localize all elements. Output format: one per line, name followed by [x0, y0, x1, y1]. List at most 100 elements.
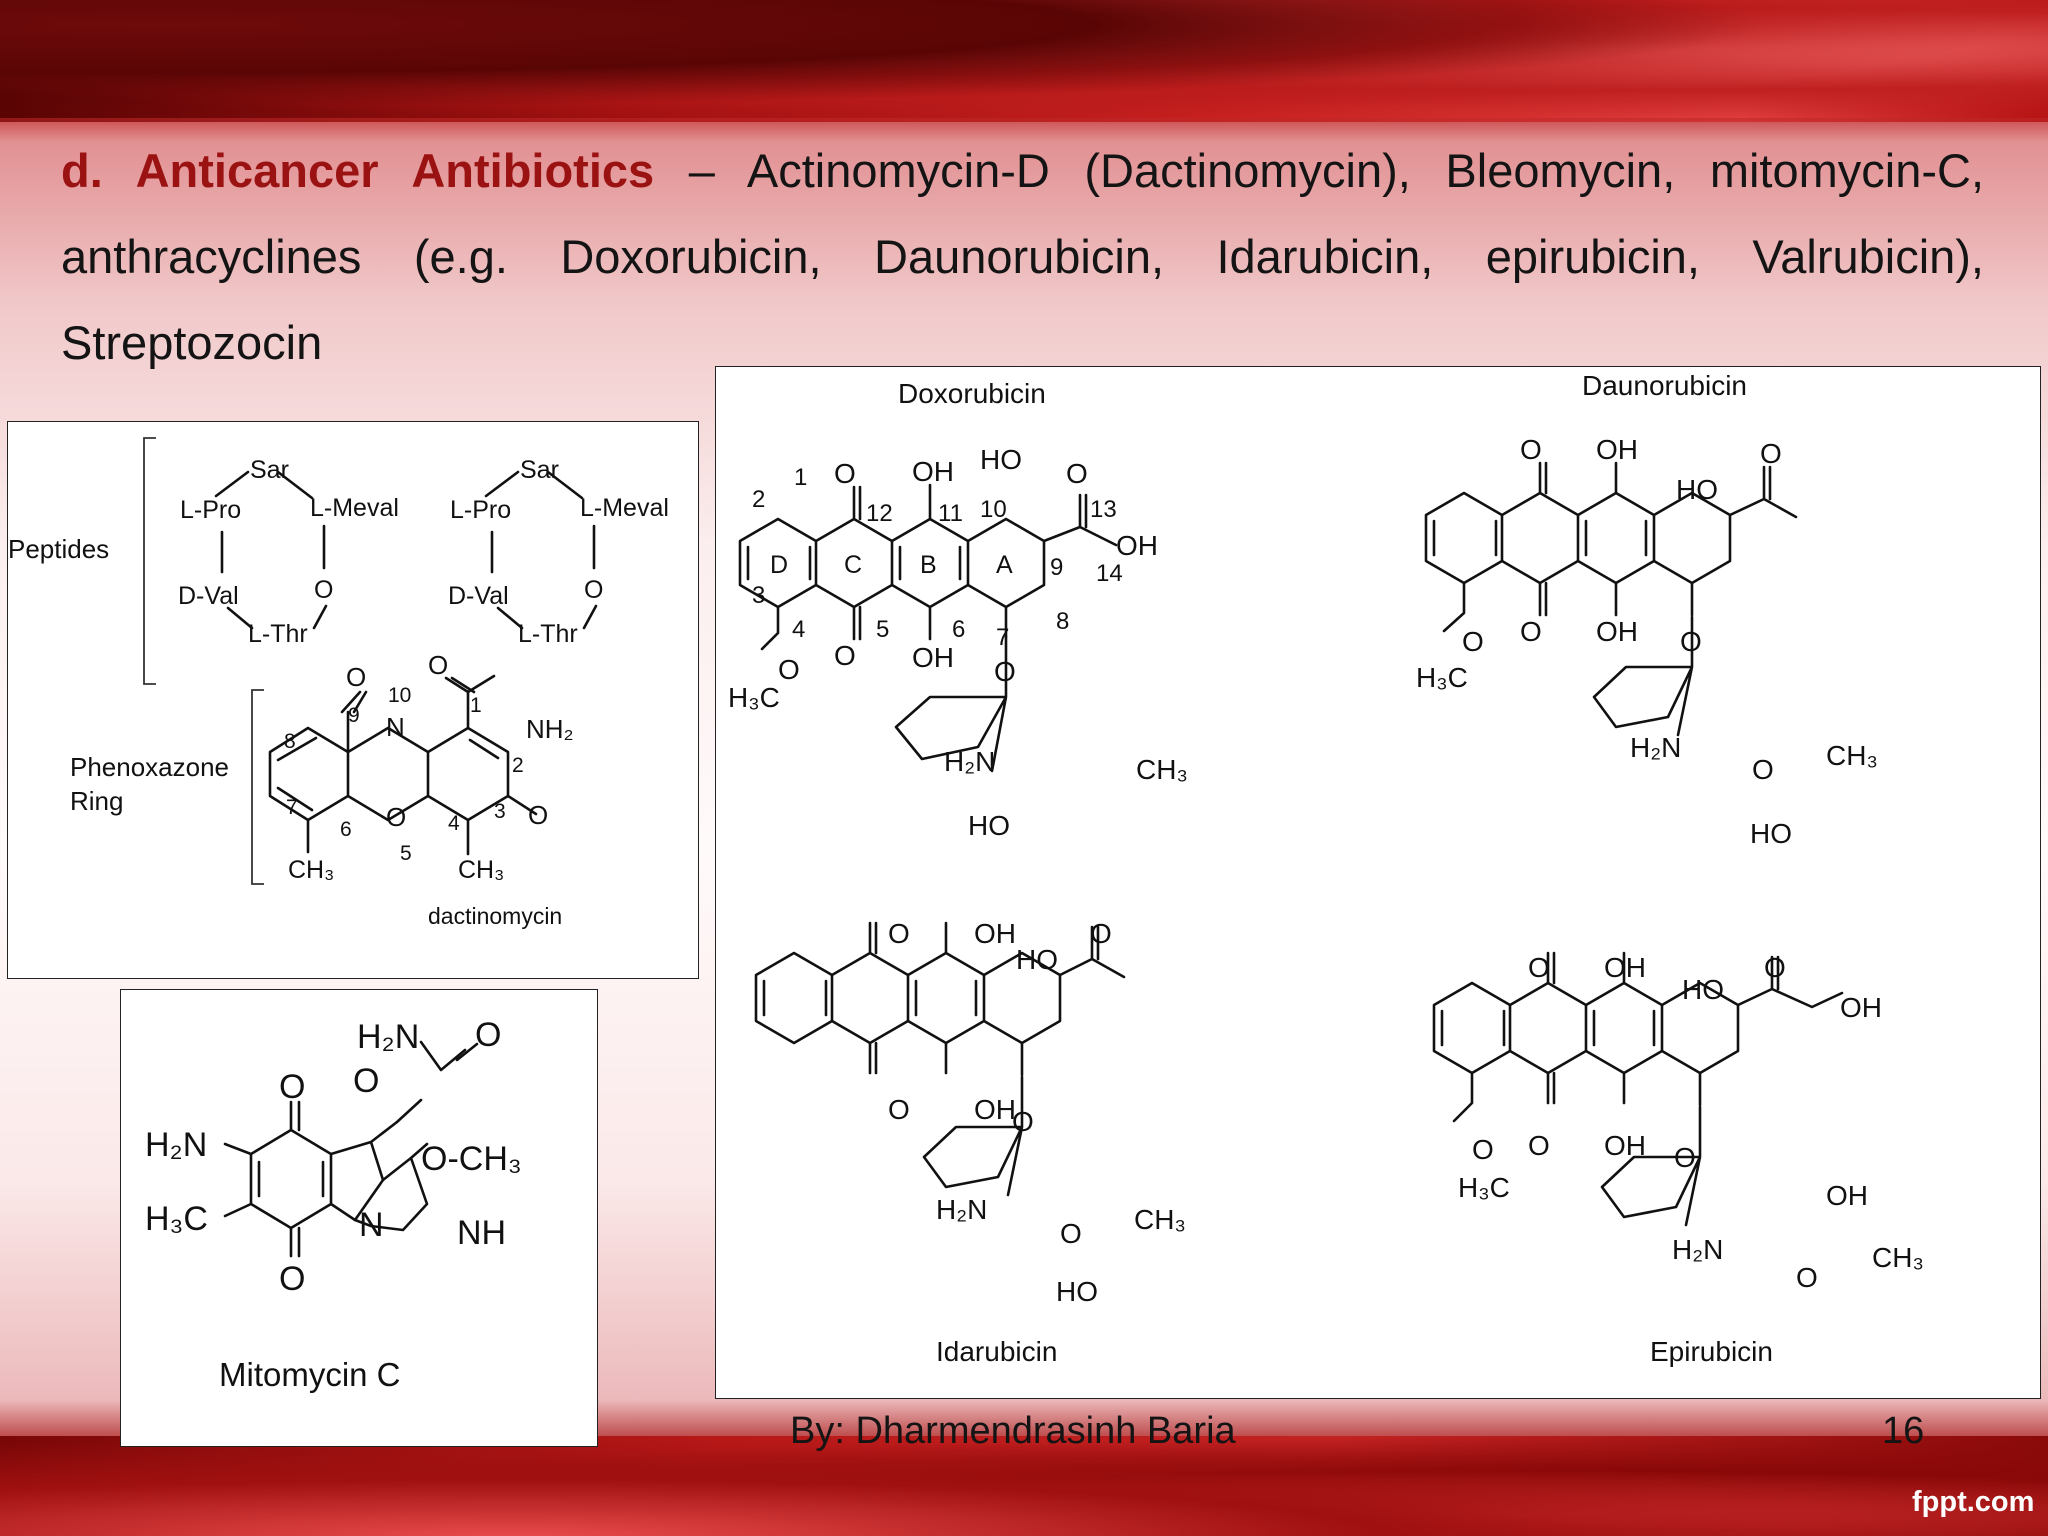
- heading-body: – Actinomycin-D (Dactinomycin), Bleomyci…: [61, 144, 1985, 369]
- num-7: 7: [996, 624, 1009, 651]
- dox-o-5: O: [834, 640, 856, 671]
- epi-h3c: H₃C: [1458, 1172, 1510, 1203]
- mito-carbamate-h2n: H₂N: [357, 1018, 419, 1056]
- ida-o-bottom: O: [888, 1094, 910, 1125]
- dox-o-13: O: [1066, 458, 1088, 489]
- mito-ester-o: O: [353, 1062, 379, 1100]
- pos-7: 7: [286, 796, 298, 819]
- dval-right: D-Val: [448, 582, 509, 610]
- dactinomycin-caption: dactinomycin: [428, 903, 562, 929]
- num-6: 6: [952, 616, 965, 643]
- dauno-methoxy-o: O: [1462, 626, 1484, 657]
- idarubicin-skeleton: O O OH OH O HO O H₂N CH₃ O HO: [754, 918, 1186, 1307]
- mito-quinone-o-top: O: [279, 1068, 305, 1106]
- num-11: 11: [938, 500, 963, 527]
- pos-5: 5: [400, 842, 412, 865]
- ring-a: A: [996, 551, 1013, 579]
- epi-h2n: H₂N: [1672, 1234, 1723, 1265]
- mito-h2n: H₂N: [145, 1126, 207, 1164]
- epi-ch3: CH₃: [1872, 1242, 1924, 1273]
- carbonyl-o-2: O: [428, 650, 448, 680]
- dauno-acetyl-o: O: [1760, 438, 1782, 469]
- mito-quinone-o-bottom: O: [279, 1260, 305, 1298]
- dval-left: D-Val: [178, 582, 239, 610]
- ring-o: O: [386, 802, 406, 832]
- peptides-bracket: [143, 437, 156, 685]
- brand-watermark: fppt.com: [1912, 1486, 2035, 1518]
- sar-left: Sar: [250, 456, 289, 484]
- dauno-oh-top: OH: [1596, 434, 1638, 465]
- epi-oh-top: OH: [1604, 952, 1646, 983]
- dox-h3c: H₃C: [728, 682, 780, 713]
- ida-oh-top: OH: [974, 918, 1016, 949]
- phenoxazone-label: Phenoxazone: [70, 752, 229, 782]
- epi-o-top: O: [1528, 952, 1550, 983]
- dox-o-12: O: [834, 458, 856, 489]
- num-12: 12: [866, 500, 893, 527]
- epi-oh-14: OH: [1840, 992, 1882, 1023]
- num-3: 3: [752, 582, 765, 609]
- lthr-left: L-Thr: [248, 620, 308, 648]
- carbonyl-o-1: O: [346, 662, 366, 692]
- ida-oh-bottom: OH: [974, 1094, 1016, 1125]
- num-13: 13: [1090, 496, 1117, 523]
- dauno-ch3: CH₃: [1826, 740, 1878, 771]
- doxorubicin-name: Doxorubicin: [898, 378, 1046, 409]
- anthracycline-structures-panel: Doxorubicin Daunorubicin Idarubicin Epir…: [715, 366, 2041, 1399]
- ida-acetyl-o: O: [1090, 918, 1112, 949]
- o-left: O: [314, 576, 333, 604]
- dactinomycin-structure-panel: Peptides Phenoxazone Ring Sar L-Pro L-Me…: [7, 421, 699, 979]
- idarubicin-name: Idarubicin: [936, 1336, 1057, 1367]
- epi-ho: HO: [1682, 974, 1724, 1005]
- o-right: O: [584, 576, 603, 604]
- dauno-o-top: O: [1520, 434, 1542, 465]
- ida-ring-o: O: [1060, 1218, 1082, 1249]
- num-14: 14: [1096, 560, 1123, 587]
- ida-ho: HO: [1016, 944, 1058, 975]
- epi-methoxy-o: O: [1472, 1134, 1494, 1165]
- band-fade: [0, 118, 2048, 142]
- pos-1: 1: [470, 694, 482, 717]
- anthracycline-structures-drawing: Doxorubicin Daunorubicin Idarubicin Epir…: [728, 370, 1924, 1367]
- dauno-ring-o: O: [1752, 754, 1774, 785]
- dauno-oh-bottom: OH: [1596, 616, 1638, 647]
- lmeval-left: L-Meval: [310, 494, 399, 522]
- author-credit: By: Dharmendrasinh Baria: [790, 1410, 1236, 1452]
- page-number: 16: [1882, 1410, 1925, 1452]
- epirubicin-name: Epirubicin: [1650, 1336, 1773, 1367]
- pos-10: 10: [388, 684, 411, 707]
- dox-glycoside-o: O: [994, 656, 1016, 687]
- pos-3: 3: [494, 800, 506, 823]
- epi-o-13: O: [1764, 952, 1786, 983]
- top-decorative-band: [0, 0, 2048, 122]
- mito-n: N: [359, 1206, 384, 1244]
- ch3-right: CH₃: [458, 856, 504, 884]
- dactinomycin-structure-drawing: Peptides Phenoxazone Ring Sar L-Pro L-Me…: [8, 437, 669, 929]
- epi-sugar-oh: OH: [1826, 1180, 1868, 1211]
- slide-heading: d. Anticancer Antibiotics – Actinomycin-…: [61, 128, 1984, 386]
- ring-c: C: [844, 551, 862, 579]
- keto-o: O: [528, 800, 548, 830]
- num-2: 2: [752, 486, 765, 513]
- ida-glycoside-o: O: [1012, 1106, 1034, 1137]
- dox-oh-6: OH: [912, 642, 954, 673]
- dox-h2n: H₂N: [944, 746, 995, 777]
- mitomycin-structure-drawing: O O H₂N H₂N H₃C O O O-CH₃ N NH Mitomycin…: [145, 1016, 522, 1393]
- lthr-right: L-Thr: [518, 620, 578, 648]
- ida-sugar-ho: HO: [1056, 1276, 1098, 1307]
- dox-ch3: CH₃: [1136, 754, 1188, 785]
- dox-oh-14: OH: [1116, 530, 1158, 561]
- mito-carbonyl-o: O: [475, 1016, 501, 1054]
- ring-b: B: [920, 551, 937, 579]
- mito-och3: O-CH₃: [421, 1140, 522, 1178]
- ch3-left: CH₃: [288, 856, 334, 884]
- dox-ho-9: HO: [980, 444, 1022, 475]
- dauno-h3c: H₃C: [1416, 662, 1468, 693]
- dauno-h2n: H₂N: [1630, 732, 1681, 763]
- bottom-decorative-band: [0, 1436, 2048, 1536]
- pos-4: 4: [448, 812, 460, 835]
- lmeval-right: L-Meval: [580, 494, 669, 522]
- pos-8: 8: [284, 730, 296, 753]
- dauno-ho: HO: [1676, 474, 1718, 505]
- ring-d: D: [770, 551, 788, 579]
